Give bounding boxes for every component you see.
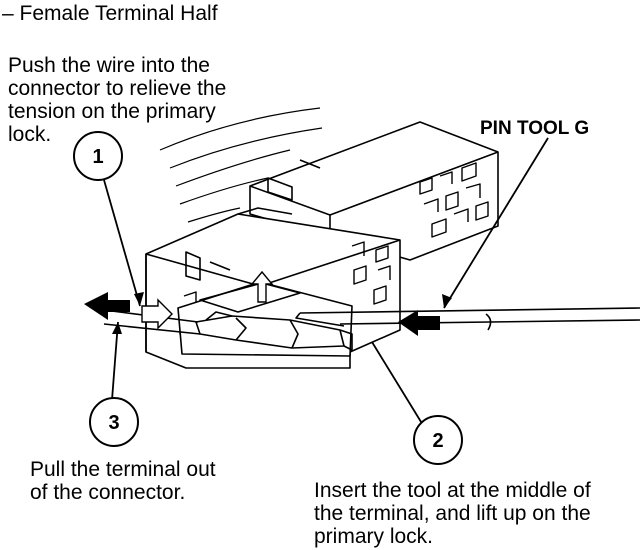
step-3-instruction: Pull the terminal out of the connector. (30, 458, 216, 504)
leader-line-2 (371, 341, 427, 431)
motion-arcs (159, 107, 323, 223)
step-3-line: Pull the terminal out (30, 458, 216, 481)
step-1-line: tension on the primary (8, 100, 216, 123)
step-2-instruction: Insert the tool at the middle of the ter… (314, 479, 591, 548)
pin-tool-label: PIN TOOL G (480, 118, 590, 139)
callout-3: 3 (89, 397, 139, 447)
lift-arrow (250, 270, 274, 303)
step-1-line: connector to relieve the (8, 77, 227, 100)
page-title: – Female Terminal Half (2, 2, 218, 25)
step-2-line: primary lock. (314, 525, 434, 548)
push-arrow (141, 298, 173, 330)
callout-3-number: 3 (108, 412, 119, 434)
leader-line-3-arrowhead (112, 322, 122, 334)
callout-2-number: 2 (432, 430, 443, 452)
leader-line-1-arrowhead (134, 292, 144, 306)
step-1-line: Push the wire into the (8, 54, 210, 77)
leader-line-1 (103, 179, 141, 307)
step-3-line: of the connector. (30, 481, 186, 504)
housing-detail-marks (179, 162, 489, 335)
step-1-line: lock. (8, 123, 52, 146)
callout-1: 1 (73, 131, 123, 181)
leader-line-tool (443, 137, 549, 309)
step-2-line: the terminal, and lift up on the (314, 502, 591, 525)
callout-2: 2 (413, 415, 463, 465)
insert-arrow (398, 310, 440, 336)
pull-arrow (84, 292, 130, 320)
leader-line-tool-arrowhead (442, 294, 452, 308)
female-terminal (195, 311, 353, 351)
callout-1-number: 1 (92, 146, 103, 168)
pin-tool (295, 307, 640, 331)
step-1-instruction: Push the wire into the connector to reli… (8, 54, 226, 146)
step-2-line: Insert the tool at the middle of (314, 479, 591, 502)
leader-line-3 (111, 321, 119, 401)
